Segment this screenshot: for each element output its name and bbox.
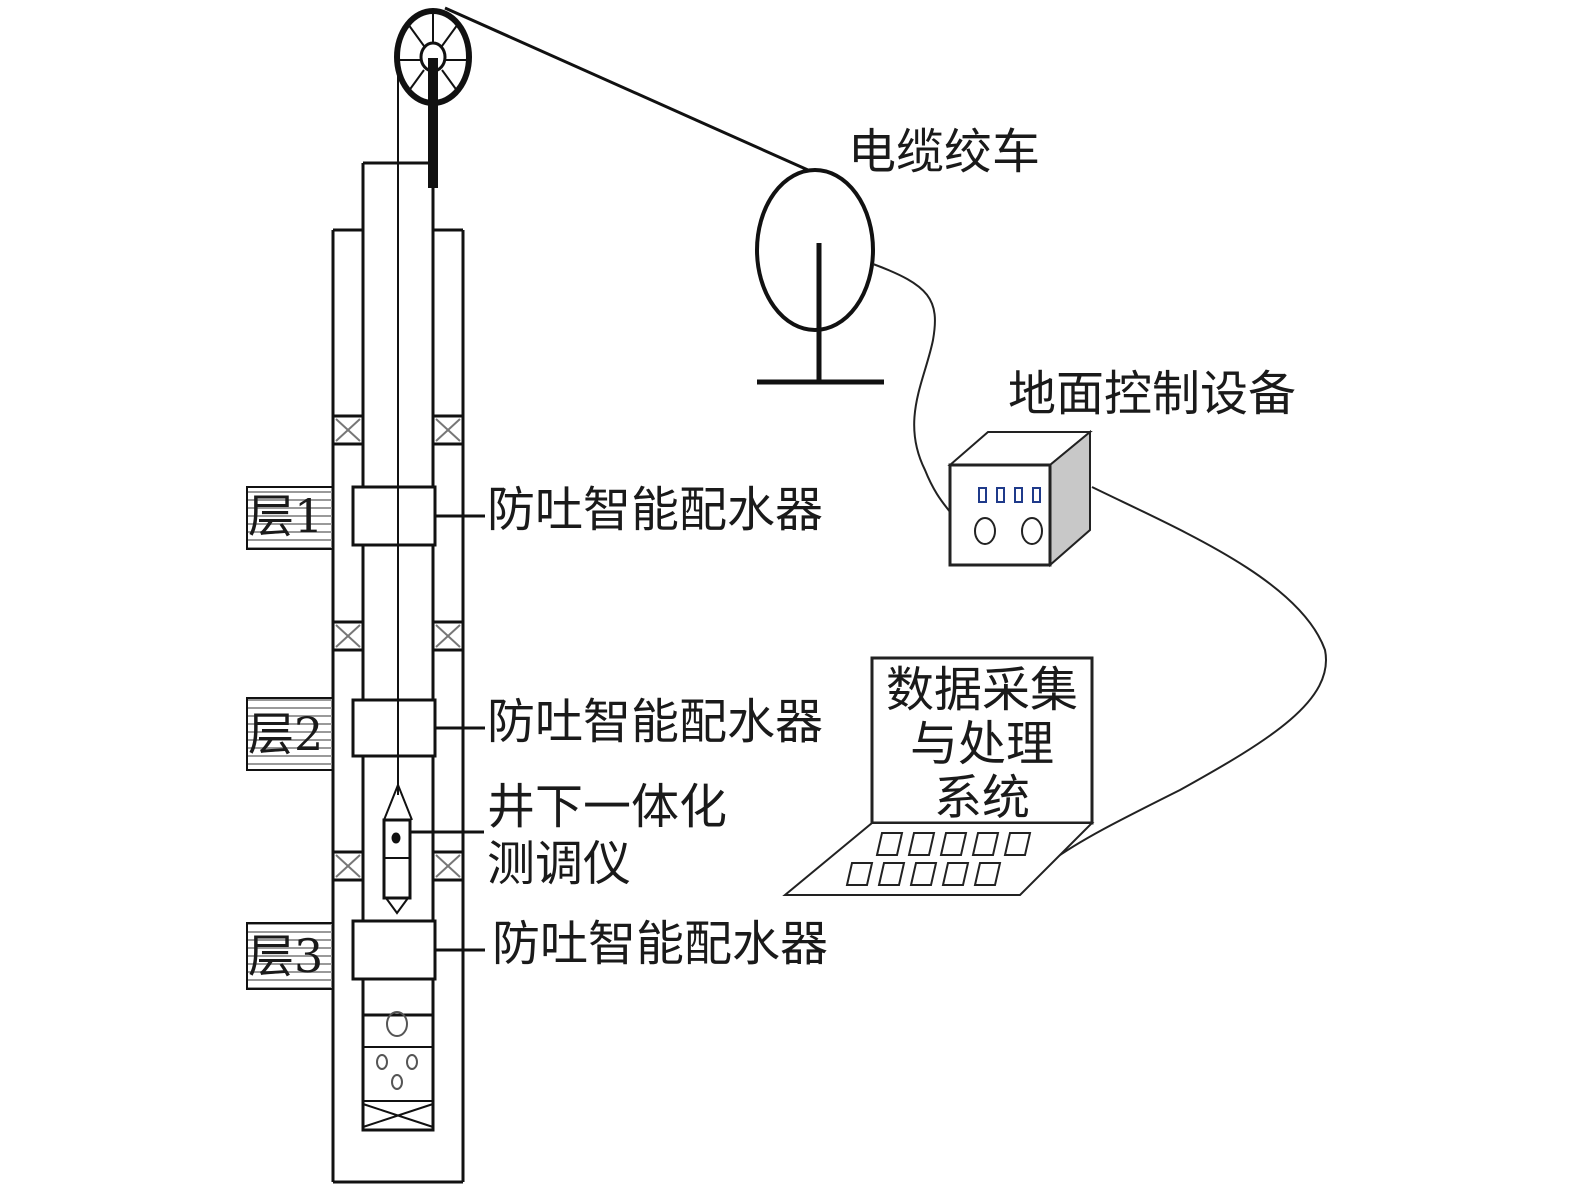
layer-1: 层1 [246, 486, 334, 550]
packers [331, 414, 465, 882]
distributor-2 [351, 698, 485, 758]
distributor-2-label: 防吐智能配水器 [487, 694, 823, 750]
daq-label-line2: 与处理 [910, 716, 1054, 772]
winch-label: 电缆绞车 [848, 124, 1040, 180]
layer-3: 层3 [246, 922, 334, 990]
distributor-1 [351, 485, 485, 547]
keyboard-keys [845, 832, 1032, 886]
tool-label-line1: 井下一体化 [487, 779, 727, 835]
layer-3-label: 层3 [248, 929, 323, 983]
daq-label-line1: 数据采集 [886, 662, 1078, 718]
packer-2 [331, 620, 465, 652]
tool-label-line2: 测调仪 [487, 836, 631, 892]
daq-label-line3: 系统 [934, 770, 1030, 826]
cable-winch-to-control [872, 263, 951, 513]
laptop-icon [782, 656, 1095, 896]
packer-1 [331, 414, 465, 446]
surface-cable-to-winch [444, 6, 809, 172]
distributor-3-label: 防吐智能配水器 [492, 916, 828, 972]
downhole-tool-icon [382, 782, 484, 915]
distributor-1-label: 防吐智能配水器 [487, 482, 823, 538]
layer-1-label: 层1 [248, 489, 323, 543]
distributor-3 [351, 919, 485, 981]
layer-2-label: 层2 [248, 707, 323, 761]
layer-2: 层2 [246, 697, 334, 771]
bottom-valve-icon [361, 1011, 435, 1132]
ground-control-box-icon [947, 429, 1093, 568]
ground-control-label: 地面控制设备 [1008, 366, 1296, 422]
sheave-mast [428, 58, 438, 188]
packer-3 [331, 850, 465, 882]
cable-control-to-laptop [1049, 486, 1328, 863]
cable-winch-icon [755, 168, 884, 385]
